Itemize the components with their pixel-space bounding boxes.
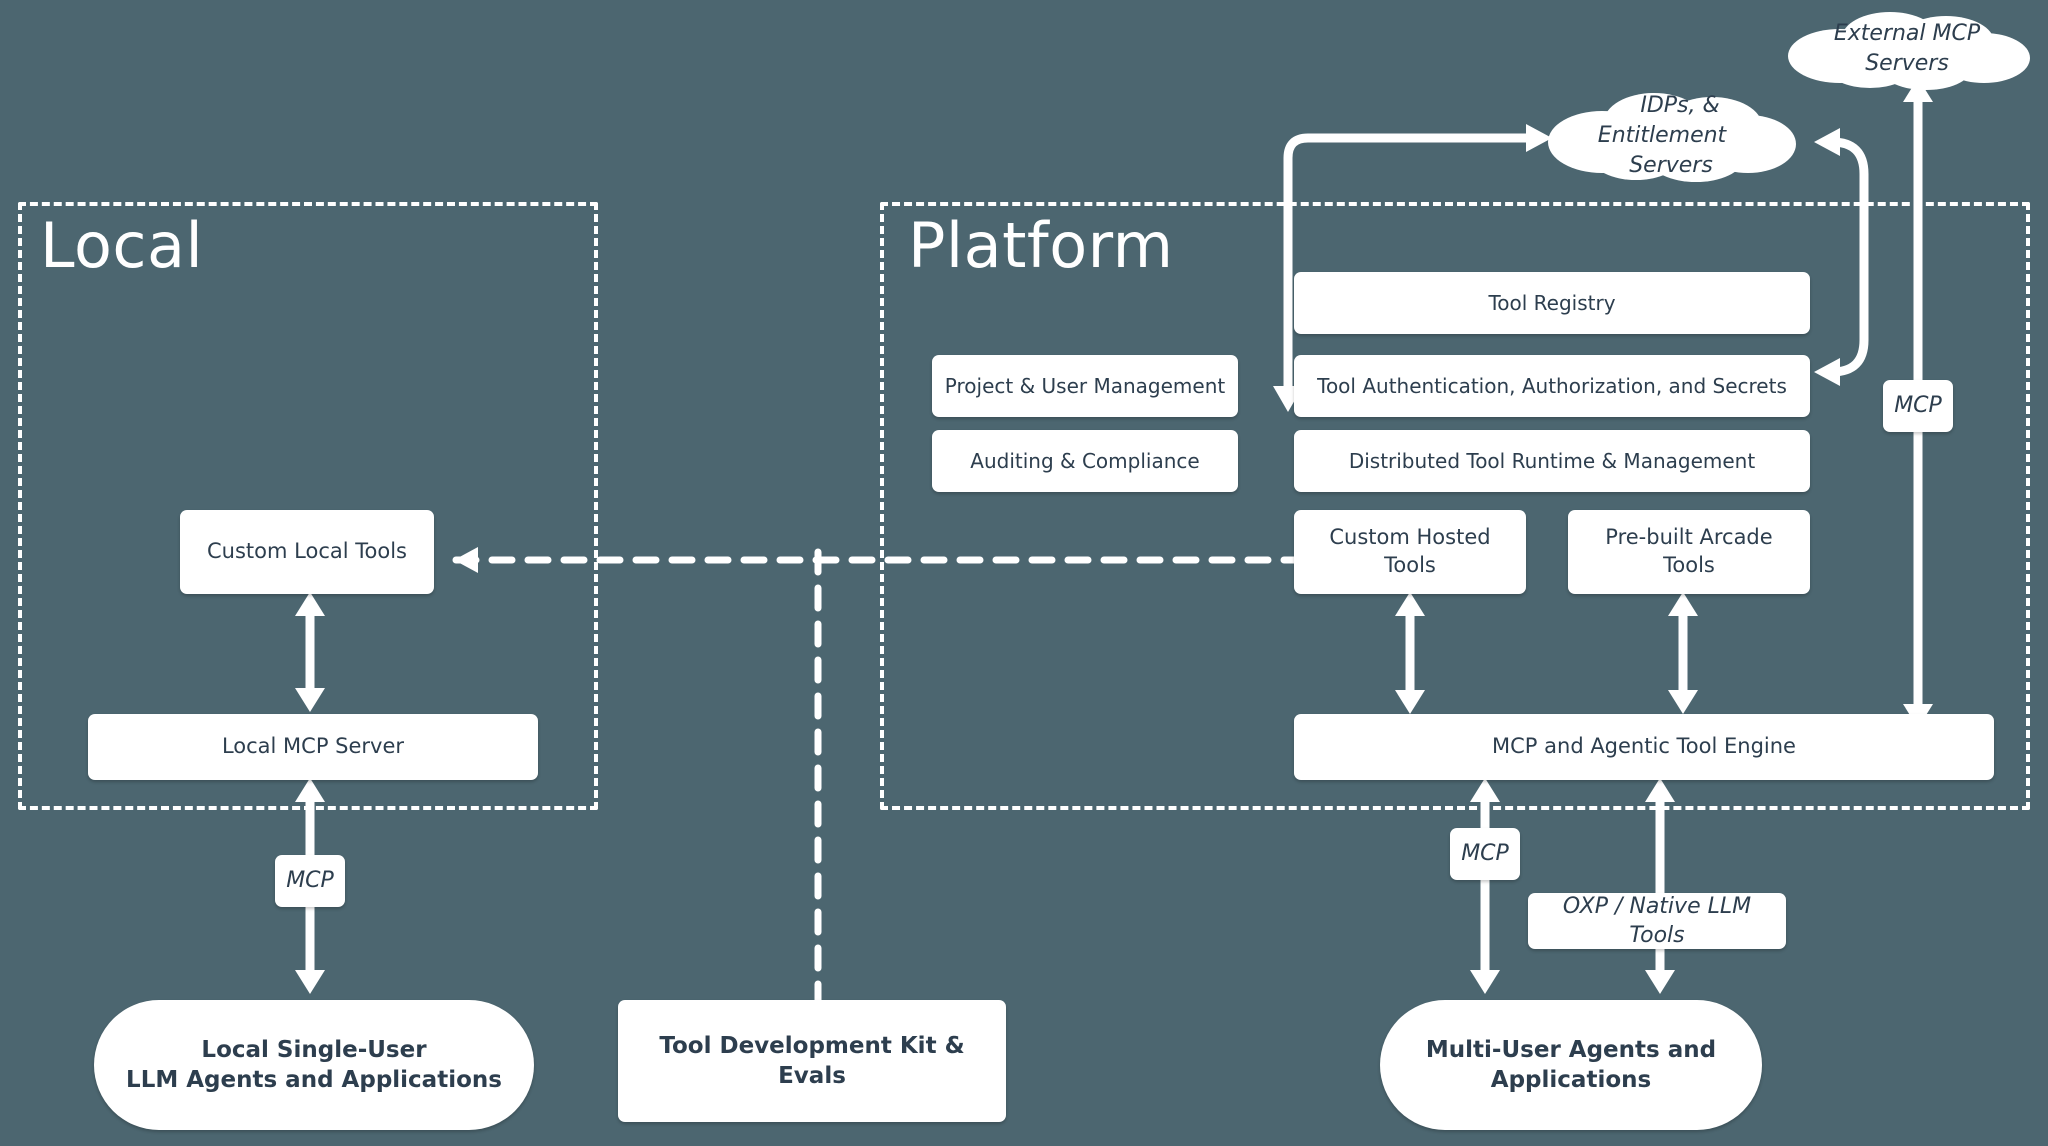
connector-engine-multiuser-oxp <box>1640 778 1680 994</box>
connector-tdk-dashed <box>798 548 838 1008</box>
cloud-idps-line1: IDPs, & Entitlement <box>1597 93 1727 149</box>
node-local-agents-line1: Local Single-User <box>201 1036 427 1063</box>
zone-platform-title: Platform <box>908 209 1174 282</box>
node-multi-user-agents-line1: Multi-User Agents and <box>1425 1036 1717 1063</box>
node-distributed-tool-runtime[interactable]: Distributed Tool Runtime & Management <box>1294 430 1810 492</box>
node-oxp-native-llm-tools[interactable]: OXP / Native LLM Tools <box>1528 893 1786 949</box>
connector-arcadetools-engine <box>1663 592 1703 714</box>
zone-platform <box>880 202 2030 810</box>
cloud-external-mcp-label: External MCP Servers <box>1833 21 1981 76</box>
node-multi-user-agents-line2: Applications <box>1490 1067 1652 1093</box>
node-local-agents-text: Local Single-User LLM Agents and Applica… <box>126 1035 502 1096</box>
node-multi-user-agents[interactable]: Multi-User Agents and Applications <box>1380 1000 1762 1130</box>
node-multi-user-agents-text: Multi-User Agents and Applications <box>1426 1035 1716 1096</box>
node-local-agents-line2: LLM Agents and Applications <box>126 1067 502 1093</box>
label-mcp-platform-right: MCP <box>1883 380 1953 432</box>
node-local-mcp-server[interactable]: Local MCP Server <box>88 714 538 780</box>
cloud-idps-line2: Servers <box>1629 152 1713 178</box>
node-tool-authentication[interactable]: Tool Authentication, Authorization, and … <box>1294 355 1810 417</box>
label-mcp-platform-bottom: MCP <box>1450 828 1520 880</box>
node-project-user-management[interactable]: Project & User Management <box>932 355 1238 417</box>
cloud-shape-idps <box>1548 93 1796 182</box>
connector-hostedtools-engine <box>1390 592 1430 714</box>
connector-local-to-hosted-dashed <box>420 540 1420 580</box>
node-custom-hosted-tools[interactable]: Custom Hosted Tools <box>1294 510 1526 594</box>
connector-localtools-mcpserver <box>290 592 330 712</box>
node-tool-development-kit[interactable]: Tool Development Kit & Evals <box>618 1000 1006 1122</box>
cloud-shape-external <box>1788 12 2030 90</box>
node-tool-registry[interactable]: Tool Registry <box>1294 272 1810 334</box>
connector-idps-toolauth <box>1790 128 1900 388</box>
node-custom-local-tools[interactable]: Custom Local Tools <box>180 510 434 594</box>
connector-engine-multiuser-mcp <box>1465 778 1505 994</box>
node-mcp-agentic-tool-engine[interactable]: MCP and Agentic Tool Engine <box>1294 714 1994 780</box>
node-prebuilt-arcade-tools[interactable]: Pre-built Arcade Tools <box>1568 510 1810 594</box>
node-local-agents[interactable]: Local Single-User LLM Agents and Applica… <box>94 1000 534 1130</box>
cloud-idps-entitlement-servers: IDPs, & Entitlement Servers <box>1540 88 1802 184</box>
cloud-external-mcp-servers: External MCP Servers <box>1778 8 2036 90</box>
node-auditing-compliance[interactable]: Auditing & Compliance <box>932 430 1238 492</box>
label-mcp-local: MCP <box>275 855 345 907</box>
zone-local-title: Local <box>40 209 204 282</box>
cloud-idps-label: IDPs, & Entitlement Servers <box>1540 91 1802 180</box>
